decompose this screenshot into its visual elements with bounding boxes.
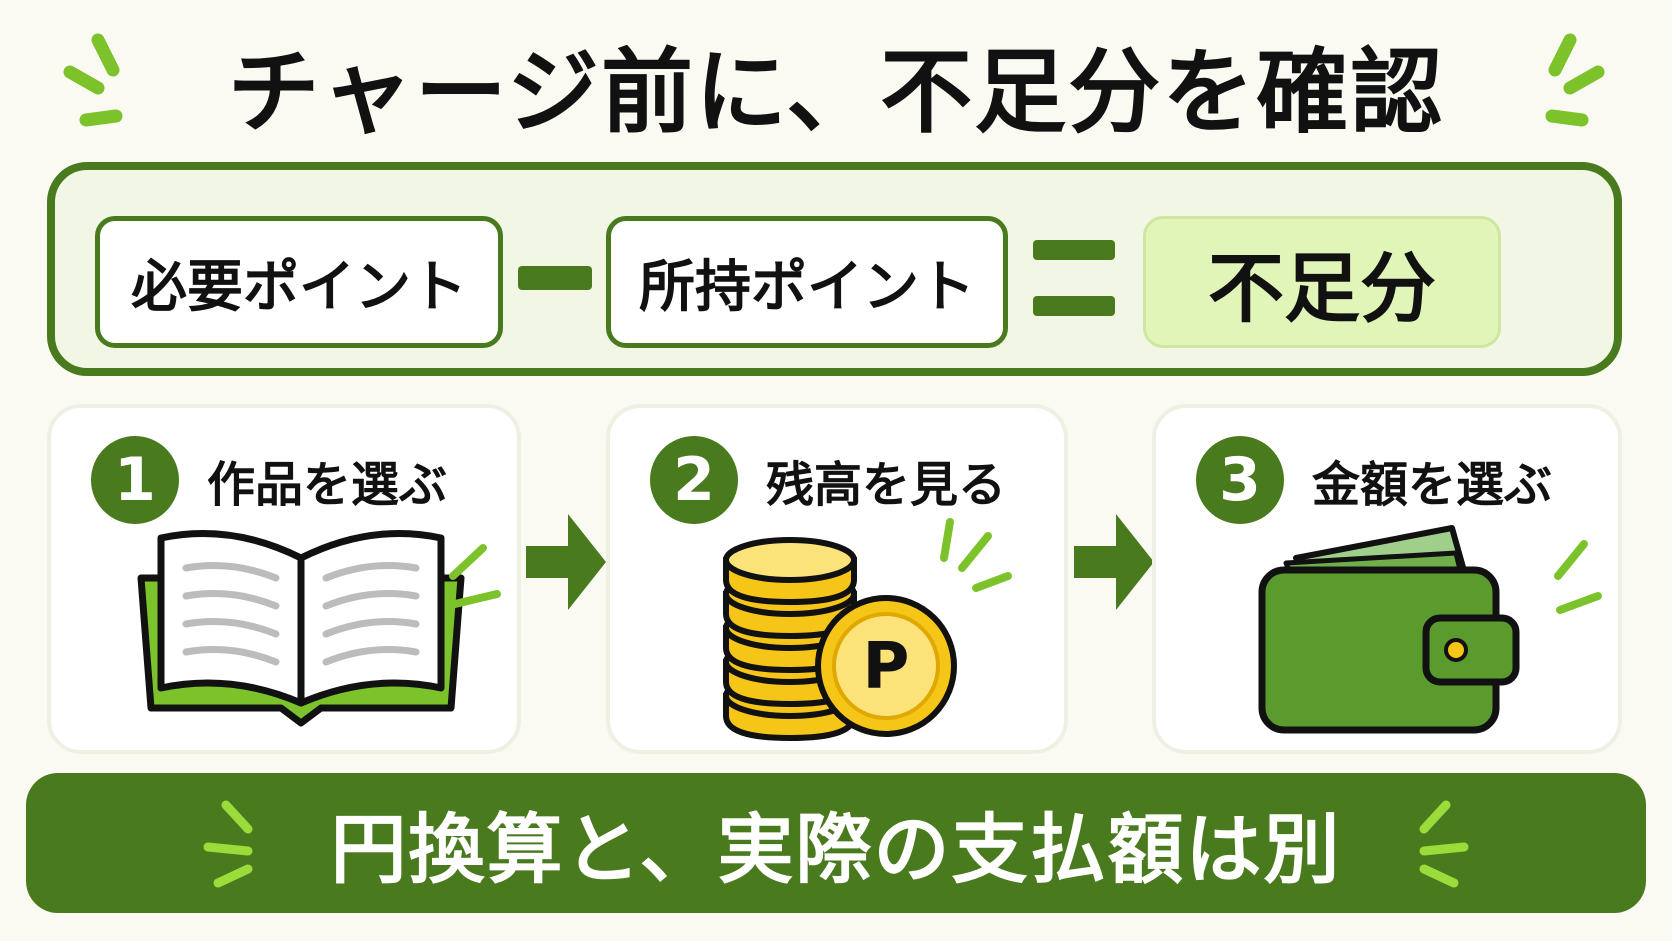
owned-points-box: 所持ポイント xyxy=(606,216,1008,348)
page-title: チャージ前に、不足分を確認 xyxy=(227,39,1445,146)
sparkle-banner-left-icon xyxy=(203,800,253,888)
step-number-3: 3 xyxy=(1196,436,1284,524)
sparkle-right-icon xyxy=(1545,33,1605,127)
owned-points-label: 所持ポイント xyxy=(639,254,975,320)
wallet-icon xyxy=(1258,525,1520,734)
sparkle-banner-right-icon xyxy=(1419,800,1469,888)
step-label-2: 残高を見る xyxy=(766,457,1007,513)
step-card-3: 3 金額を選ぶ xyxy=(1152,404,1622,754)
equals-sign xyxy=(1031,240,1117,316)
sparkle-step1-icon xyxy=(449,544,501,608)
step-label-3: 金額を選ぶ xyxy=(1312,457,1553,513)
coins-icon: P xyxy=(723,537,957,742)
required-points-box: 必要ポイント xyxy=(95,216,503,348)
step-card-1: 1 作品を選ぶ xyxy=(47,404,521,754)
arrow-right-icon xyxy=(526,514,606,610)
coin-symbol: P xyxy=(863,630,910,704)
step-card-2: 2 残高を見る P xyxy=(606,404,1068,754)
sparkle-step3-icon xyxy=(1554,540,1602,614)
step-number-2: 2 xyxy=(650,436,738,524)
required-points-label: 必要ポイント xyxy=(131,254,467,320)
sparkle-left-icon xyxy=(63,33,123,127)
formula-panel: 必要ポイント 所持ポイント 不足分 xyxy=(47,162,1622,376)
minus-sign xyxy=(517,258,593,298)
book-icon xyxy=(137,530,465,727)
arrow-right-icon xyxy=(1074,514,1154,610)
shortfall-result-box: 不足分 xyxy=(1143,216,1501,348)
note-banner-text: 円換算と、実際の支払額は別 xyxy=(330,805,1342,894)
shortfall-result-label: 不足分 xyxy=(1208,244,1436,333)
note-banner: 円換算と、実際の支払額は別 xyxy=(26,773,1646,913)
step-label-1: 作品を選ぶ xyxy=(207,457,448,513)
step-number-1: 1 xyxy=(91,436,179,524)
sparkle-step2-icon xyxy=(940,518,1012,592)
